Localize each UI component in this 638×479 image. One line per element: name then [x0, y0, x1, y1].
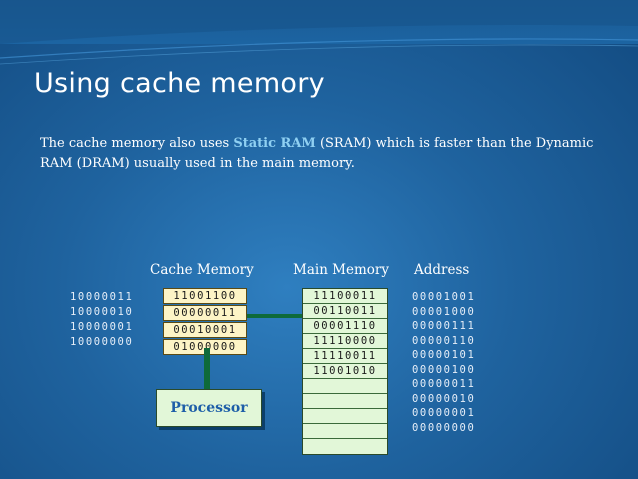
- main-address: 00001001: [412, 291, 476, 303]
- cache-processor-connector: [204, 348, 210, 389]
- cache-address: 10000000: [70, 336, 134, 348]
- intro-text-before: The cache memory also uses: [40, 136, 234, 151]
- main-cell-empty: [303, 379, 387, 394]
- intro-paragraph: The cache memory also uses Static RAM (S…: [40, 134, 600, 174]
- cache-address: 10000010: [70, 306, 134, 318]
- main-cell-empty: [303, 409, 387, 424]
- main-address: 00000000: [412, 421, 476, 434]
- intro-text-after: (SRAM) which is faster than the Dynamic …: [40, 136, 594, 171]
- cache-address: 10000011: [70, 291, 134, 303]
- cache-cell: 11001100: [163, 288, 247, 304]
- main-cell-empty: [303, 394, 387, 409]
- main-cell-empty: [303, 439, 387, 454]
- cache-memory-block: 11001100 00000011 00010001 01000000: [163, 288, 247, 356]
- main-cell: 11100011: [303, 289, 387, 304]
- slide-title: Using cache memory: [34, 68, 325, 99]
- cache-cell: 00010001: [163, 322, 247, 338]
- main-cell: 00001110: [303, 319, 387, 334]
- cache-address-list: 10000011 10000010 10000001 10000000: [70, 290, 133, 350]
- main-address: 00000101: [412, 349, 476, 361]
- main-cell: 00110011: [303, 304, 387, 319]
- main-address: 00000011: [412, 378, 476, 390]
- main-address-list: 00001001 00001000 00000111 00000110 0000…: [412, 290, 475, 435]
- processor-box: Processor: [156, 389, 262, 427]
- cache-cell: 01000000: [163, 339, 247, 355]
- main-address: 00001000: [412, 305, 476, 318]
- main-cell: 11110000: [303, 334, 387, 349]
- main-cell: 11001010: [303, 364, 387, 379]
- main-address: 00000110: [412, 334, 476, 347]
- intro-highlight: Static RAM: [233, 136, 316, 151]
- cache-memory-header: Cache Memory: [150, 262, 254, 278]
- main-memory-block: 11100011 00110011 00001110 11110000 1111…: [302, 288, 388, 455]
- main-memory-header: Main Memory: [293, 262, 389, 278]
- cache-address: 10000001: [70, 321, 134, 333]
- main-address: 00000010: [412, 392, 476, 405]
- decorative-swoosh: [0, 0, 638, 65]
- cache-cell: 00000011: [163, 305, 247, 321]
- main-cell: 11110011: [303, 349, 387, 364]
- main-address: 00000100: [412, 363, 476, 376]
- main-cell-empty: [303, 424, 387, 439]
- address-header: Address: [414, 262, 470, 278]
- main-address: 00000001: [412, 407, 476, 419]
- cache-main-connector: [247, 314, 302, 318]
- main-address: 00000111: [412, 320, 476, 332]
